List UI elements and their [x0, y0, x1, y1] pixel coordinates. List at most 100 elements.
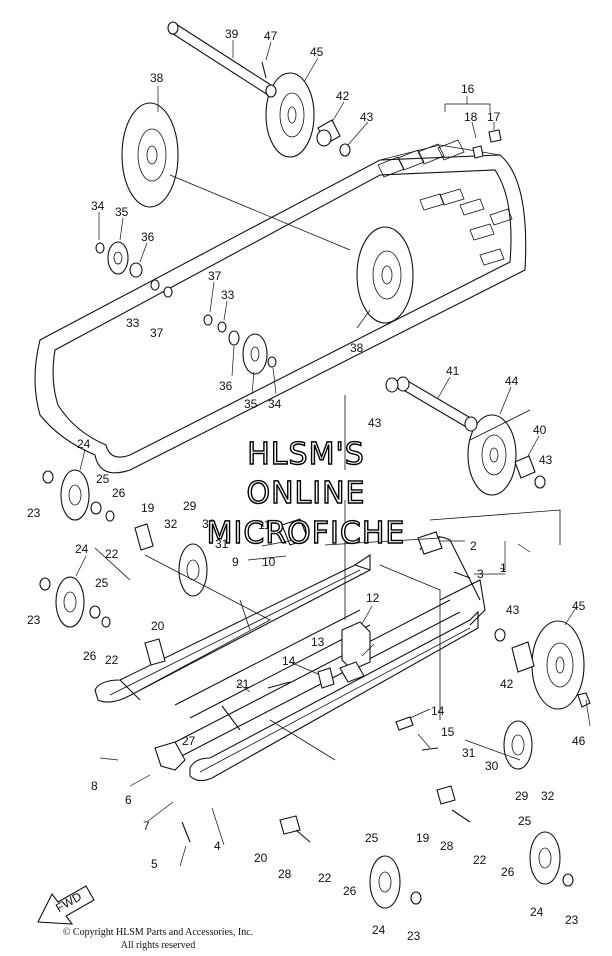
label-4: 4 [214, 839, 221, 853]
label-26-b: 26 [83, 649, 97, 663]
idler-wheels [39, 469, 574, 909]
label-23-d: 23 [565, 913, 579, 927]
label-37-right: 37 [208, 269, 222, 283]
label-46: 46 [572, 734, 586, 748]
label-31-a: 31 [215, 537, 229, 551]
track-lugs [377, 139, 513, 266]
label-47: 47 [264, 29, 278, 43]
label-45-rear: 45 [572, 599, 586, 613]
label-41: 41 [446, 364, 460, 378]
label-43-rear: 43 [506, 603, 520, 617]
label-27: 27 [182, 734, 196, 748]
label-2: 2 [470, 539, 477, 553]
label-38-top: 38 [150, 71, 164, 85]
wheel-38-middle [356, 226, 414, 324]
label-9: 9 [232, 555, 239, 569]
watermark-line-1: HLSM'S [247, 437, 365, 472]
label-18: 18 [464, 110, 478, 124]
label-36-right: 36 [219, 379, 233, 393]
label-16: 16 [461, 82, 475, 96]
label-19-b: 19 [416, 831, 430, 845]
label-19-a: 19 [141, 501, 155, 515]
label-33-right: 33 [221, 288, 235, 302]
label-43-top: 43 [360, 110, 374, 124]
shaft-39 [167, 21, 277, 98]
label-20-b: 20 [254, 851, 268, 865]
label-30-a: 30 [202, 517, 216, 531]
label-28-b: 28 [440, 839, 454, 853]
label-24-d: 24 [530, 905, 544, 919]
watermark-line-3: MICROFICHE [207, 516, 406, 551]
label-40: 40 [533, 423, 547, 437]
fwd-arrow-icon: FWD [37, 885, 95, 925]
part-labels: 39 47 45 42 43 38 16 18 17 34 35 36 33 3… [27, 27, 586, 943]
label-5: 5 [151, 857, 158, 871]
label-30-b: 30 [485, 759, 499, 773]
brackets [134, 518, 471, 843]
wheel-45-top [265, 72, 315, 158]
label-14-a: 14 [282, 654, 296, 668]
shaft-41 [396, 376, 478, 432]
label-42-rear: 42 [500, 677, 514, 691]
label-35-left: 35 [115, 205, 129, 219]
label-33-left: 33 [126, 316, 140, 330]
label-15: 15 [441, 725, 455, 739]
label-17: 17 [487, 110, 501, 124]
label-14-b: 14 [431, 704, 445, 718]
label-leaders [75, 40, 591, 867]
label-39: 39 [225, 27, 239, 41]
label-22-b: 22 [105, 653, 119, 667]
label-23-a: 23 [27, 506, 41, 520]
label-11: 11 [258, 518, 271, 532]
label-20-a: 20 [151, 619, 165, 633]
label-6: 6 [125, 793, 132, 807]
label-25-b: 25 [95, 576, 109, 590]
label-37-left: 37 [150, 326, 164, 340]
watermark-line-2: ONLINE [246, 476, 365, 511]
label-8: 8 [91, 779, 98, 793]
label-24-c: 24 [372, 923, 386, 937]
label-22-d: 22 [318, 871, 332, 885]
label-10: 10 [262, 555, 276, 569]
label-24-b: 24 [75, 542, 89, 556]
watermark: HLSM'S ONLINE MICROFICHE [206, 436, 406, 551]
label-43-mid: 43 [368, 416, 382, 430]
wheel-45-rear [531, 620, 585, 710]
label-13: 13 [311, 635, 325, 649]
label-29-a: 29 [183, 499, 197, 513]
copyright-line-1: © Copyright HLSM Parts and Accessories, … [62, 927, 254, 938]
label-31-b: 31 [462, 746, 476, 760]
small-parts [95, 61, 591, 708]
label-23-b: 23 [27, 613, 41, 627]
leader-lines [94, 174, 561, 761]
label-22-c: 22 [473, 853, 487, 867]
label-28-a: 28 [278, 867, 292, 881]
slide-rails [94, 536, 486, 782]
label-35-right: 35 [244, 397, 258, 411]
label-32-b: 32 [541, 789, 555, 803]
label-25-a: 25 [96, 472, 110, 486]
label-26-d: 26 [501, 865, 515, 879]
label-26-c: 26 [343, 884, 357, 898]
wheel-38-top [121, 102, 179, 208]
label-44: 44 [505, 374, 519, 388]
label-34-left: 34 [91, 199, 105, 213]
label-12: 12 [366, 591, 380, 605]
label-21: 21 [236, 677, 250, 691]
copyright-notice: © Copyright HLSM Parts and Accessories, … [38, 926, 278, 952]
label-29-b: 29 [515, 789, 529, 803]
copyright-line-2: All rights reserved [120, 940, 196, 951]
label-26-a: 26 [112, 486, 126, 500]
label-42-top: 42 [336, 89, 350, 103]
label-25-c: 25 [365, 831, 379, 845]
label-34-right: 34 [268, 397, 282, 411]
label-1: 1 [500, 561, 507, 575]
label-7: 7 [143, 819, 150, 833]
label-23-c: 23 [407, 929, 421, 943]
label-45-top: 45 [310, 45, 324, 59]
label-43-right: 43 [539, 453, 553, 467]
track-belt [34, 139, 527, 474]
label-22-a: 22 [105, 547, 119, 561]
label-38-middle: 38 [350, 341, 364, 355]
